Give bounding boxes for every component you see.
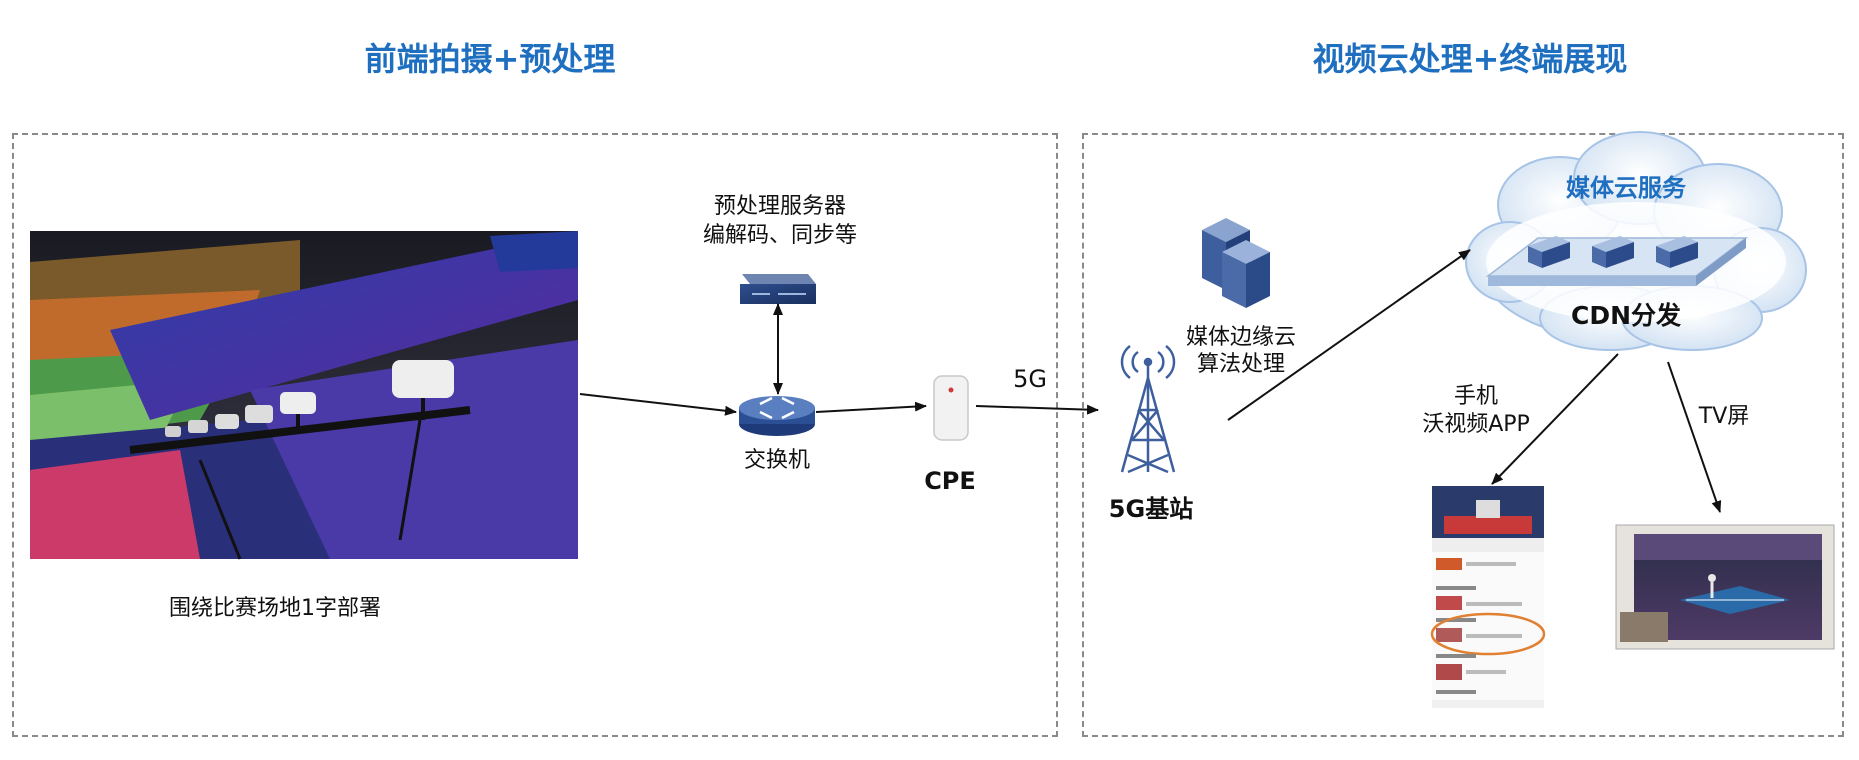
- base-station-tower-icon: [1120, 345, 1176, 474]
- arrow-switch-to-cpe: [815, 401, 927, 413]
- 5g-link-label: 5G: [1013, 365, 1047, 393]
- right-panel: [1082, 133, 1844, 737]
- arrow-camera-to-switch: [579, 393, 737, 416]
- arrow-basestation-to-cloud: [1227, 249, 1471, 421]
- venue-caption: 围绕比赛场地1字部署: [169, 596, 381, 621]
- media-cloud-title: 媒体云服务: [1566, 174, 1686, 202]
- switch-icon: [739, 396, 815, 436]
- arrow-cpe-to-basestation: [975, 404, 1099, 415]
- preprocess-server-label-2: 编解码、同步等: [702, 223, 857, 248]
- preprocess-server-icon: [740, 274, 816, 304]
- switch-label: 交换机: [743, 448, 810, 473]
- tv-label: TV屏: [1698, 404, 1750, 429]
- phone-label-2: 沃视频APP: [1422, 412, 1530, 437]
- left-section-title: 前端拍摄+预处理: [364, 40, 616, 78]
- preprocess-server-label-1: 预处理服务器: [713, 194, 846, 219]
- edge-cloud-label-2: 算法处理: [1196, 352, 1285, 377]
- arena-camera-photo: [30, 231, 578, 560]
- tv-screen-photo: [1615, 524, 1835, 650]
- right-section-title: 视频云处理+终端展现: [1312, 40, 1628, 78]
- cdn-label: CDN分发: [1570, 301, 1682, 330]
- edge-cloud-server-icon: [1202, 218, 1270, 308]
- arrow-cloud-to-tv: [1667, 361, 1722, 513]
- media-cloud-icon: [1465, 131, 1807, 351]
- base-station-label: 5G基站: [1108, 495, 1194, 523]
- arrow-cloud-to-phone: [1491, 353, 1619, 485]
- edge-cloud-label-1: 媒体边缘云: [1185, 325, 1296, 350]
- cpe-label: CPE: [924, 467, 976, 495]
- left-panel: [12, 133, 1058, 737]
- phone-label-1: 手机: [1453, 384, 1498, 409]
- phone-app-screenshot: [1430, 486, 1546, 708]
- cpe-icon: [933, 375, 969, 441]
